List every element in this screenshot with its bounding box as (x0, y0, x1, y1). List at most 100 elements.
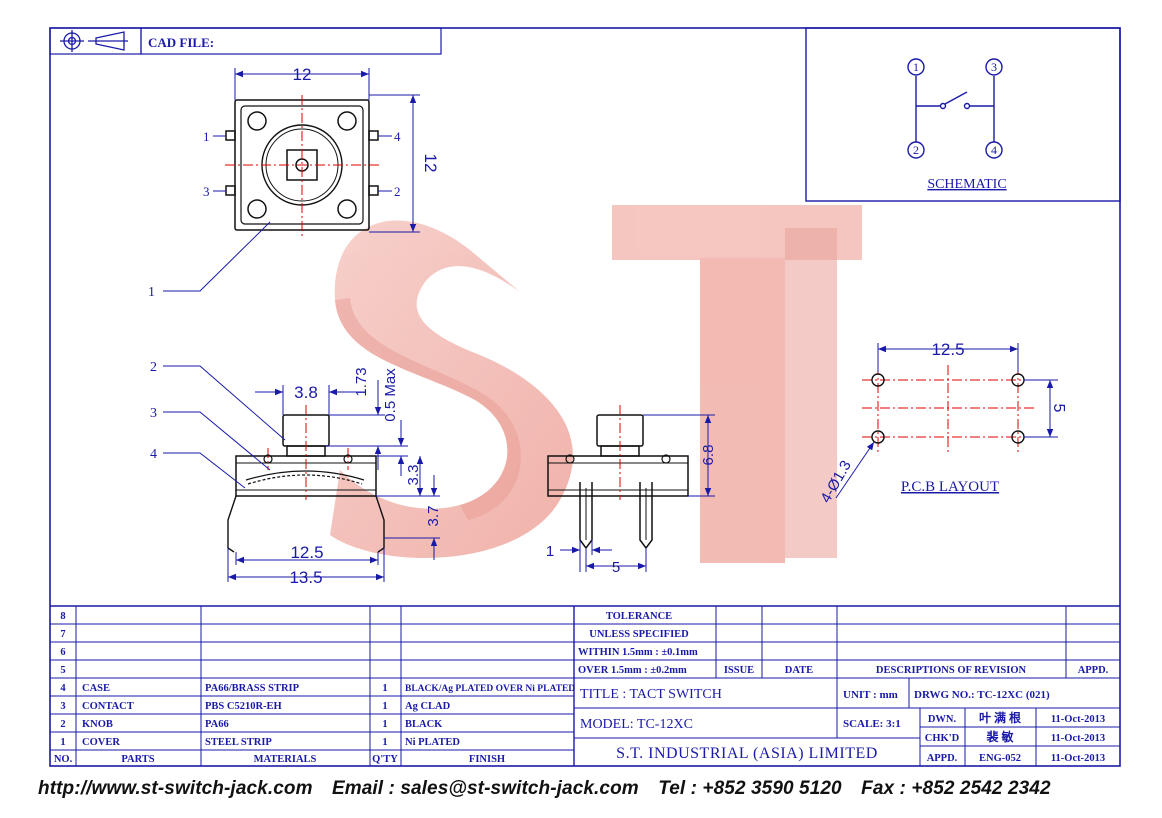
revision-issue-header: ISSUE (724, 665, 754, 676)
front-height-dim: 6.8 (700, 445, 717, 466)
tolerance-subtitle: UNLESS SPECIFIED (589, 629, 689, 640)
callout-1: 1 (148, 285, 155, 300)
dim-max: 0.5 Max (382, 368, 399, 422)
tolerance-block: TOLERANCE UNLESS SPECIFIED WITHIN 1.5mm … (578, 611, 1109, 676)
top-width-dim: 12 (293, 65, 312, 84)
email-link[interactable]: Email : sales@st-switch-jack.com (331, 778, 639, 799)
bom-table: 8 7 6 5 4 CASE PA66/BRASS STRIP 1 BLACK/… (54, 611, 575, 765)
revision-date-header: DATE (785, 665, 813, 676)
watermark-st-logo (330, 205, 862, 563)
side-callout-3: 3 (150, 406, 157, 421)
bom-qty: 1 (382, 683, 387, 694)
bom-parts: COVER (82, 737, 120, 748)
top-pin-2-label: 2 (394, 184, 401, 199)
front-pin-width-dim: 1 (546, 543, 554, 560)
chkd-date: 11-Oct-2013 (1051, 733, 1105, 744)
dim-knob-width: 3.8 (294, 383, 318, 402)
tolerance-title: TOLERANCE (606, 611, 672, 622)
bom-row-6: 6 (60, 647, 65, 658)
bom-row-8: 8 (60, 611, 65, 622)
bom-no: 3 (60, 701, 65, 712)
bom-row-2: 2 KNOB PA66 1 BLACK (60, 719, 443, 730)
schematic-section: 1 3 2 4 SCHEMATIC (805, 27, 1121, 202)
schematic-label: SCHEMATIC (927, 177, 1006, 192)
bom-materials: STEEL STRIP (205, 737, 272, 748)
bom-no: 8 (60, 611, 65, 622)
bom-no: 5 (60, 665, 65, 676)
bom-finish: Ag CLAD (405, 701, 451, 712)
bom-header-materials: MATERIALS (254, 754, 317, 765)
front-view: 6.8 1 5 (546, 405, 717, 576)
appd-date: 11-Oct-2013 (1051, 753, 1105, 764)
tolerance-within: WITHIN 1.5mm : ±0.1mm (578, 647, 698, 658)
side-view: 2 3 4 3.8 1.73 0.5 Max 3.3 3.7 12.5 13.5 (150, 360, 442, 587)
side-callout-4: 4 (150, 447, 157, 462)
dwn-label: DWN. (928, 714, 957, 725)
bom-row-3: 3 CONTACT PBS C5210R-EH 1 Ag CLAD (60, 701, 450, 712)
dim-lead: 3.7 (425, 506, 442, 527)
bom-row-5: 5 (60, 665, 65, 676)
bom-row-7: 7 (60, 629, 65, 640)
dim-outer-width: 13.5 (289, 568, 322, 587)
website-link[interactable]: http://www.st-switch-jack.com (38, 778, 313, 799)
bom-finish: BLACK (405, 719, 443, 730)
bom-header-no: NO. (54, 754, 73, 765)
fax-text: Fax : +852 2542 2342 (861, 778, 1051, 799)
telephone-text: Tel : +852 3590 5120 (658, 778, 842, 799)
appd-label: APPD. (927, 753, 958, 764)
drawing-title: TITLE : TACT SWITCH (580, 687, 722, 702)
dwn-date: 11-Oct-2013 (1051, 714, 1105, 725)
dwn-name: 叶 满 根 (979, 710, 1021, 725)
unit-label: UNIT : mm (843, 689, 898, 701)
top-pin-3-label: 3 (203, 184, 210, 199)
chkd-name: 裴 敏 (985, 729, 1014, 744)
bom-header-finish: FINISH (469, 754, 505, 765)
bom-no: 1 (60, 737, 65, 748)
dim-inner-width: 12.5 (290, 543, 323, 562)
company-name: S.T. INDUSTRIAL (ASIA) LIMITED (616, 745, 878, 762)
bom-row-4: 4 CASE PA66/BRASS STRIP 1 BLACK/Ag PLATE… (60, 683, 575, 694)
bom-no: 4 (60, 683, 66, 694)
schematic-node-3: 3 (991, 60, 997, 74)
bom-materials: PA66 (205, 719, 229, 730)
bom-parts: CASE (82, 683, 110, 694)
chkd-label: CHK'D (925, 733, 960, 744)
revision-descriptions-header: DESCRIPTIONS OF REVISION (876, 665, 1027, 676)
top-height-dim: 12 (421, 154, 440, 173)
title-block-text: TITLE : TACT SWITCH UNIT : mm DRWG NO.: … (580, 687, 1105, 764)
pcb-height-dim: 5 (1050, 404, 1067, 413)
projection-symbol-icon (60, 30, 128, 52)
scale-label: SCALE: 3:1 (843, 718, 901, 730)
bom-header-row: NO. PARTS MATERIALS Q'TY FINISH (54, 754, 505, 765)
bom-finish: BLACK/Ag PLATED OVER Ni PLATED (405, 684, 575, 694)
cad-file-label: CAD FILE: (148, 35, 214, 50)
bom-parts: KNOB (82, 719, 113, 730)
bom-qty: 1 (382, 737, 387, 748)
drawing-number: DRWG NO.: TC-12XC (021) (914, 689, 1050, 701)
bom-finish: Ni PLATED (405, 737, 460, 748)
bom-materials: PA66/BRASS STRIP (205, 683, 300, 694)
schematic-node-2: 2 (913, 143, 919, 157)
bom-row-1: 1 COVER STEEL STRIP 1 Ni PLATED (60, 737, 460, 748)
contact-footer: http://www.st-switch-jack.com Email : sa… (38, 778, 1148, 810)
side-callout-2: 2 (150, 360, 157, 375)
dim-travel: 1.73 (353, 367, 370, 396)
bom-no: 7 (60, 629, 65, 640)
dim-body-height: 3.3 (405, 465, 422, 486)
bom-no: 6 (60, 647, 65, 658)
schematic-node-4: 4 (991, 143, 997, 157)
top-pin-4-label: 4 (394, 129, 401, 144)
title-block (50, 605, 1120, 766)
front-pin-pitch-dim: 5 (612, 559, 620, 576)
bom-header-parts: PARTS (121, 754, 154, 765)
pcb-width-dim: 12.5 (931, 340, 964, 359)
top-view: 12 12 1 3 4 2 1 (148, 65, 440, 300)
schematic-node-1: 1 (913, 60, 919, 74)
tolerance-over: OVER 1.5mm : ±0.2mm (578, 665, 687, 676)
pcb-layout-label: P.C.B LAYOUT (901, 479, 999, 495)
bom-no: 2 (60, 719, 65, 730)
model-label: MODEL: TC-12XC (580, 717, 693, 732)
bom-header-qty: Q'TY (372, 754, 398, 765)
cad-file-header: CAD FILE: (49, 27, 442, 55)
